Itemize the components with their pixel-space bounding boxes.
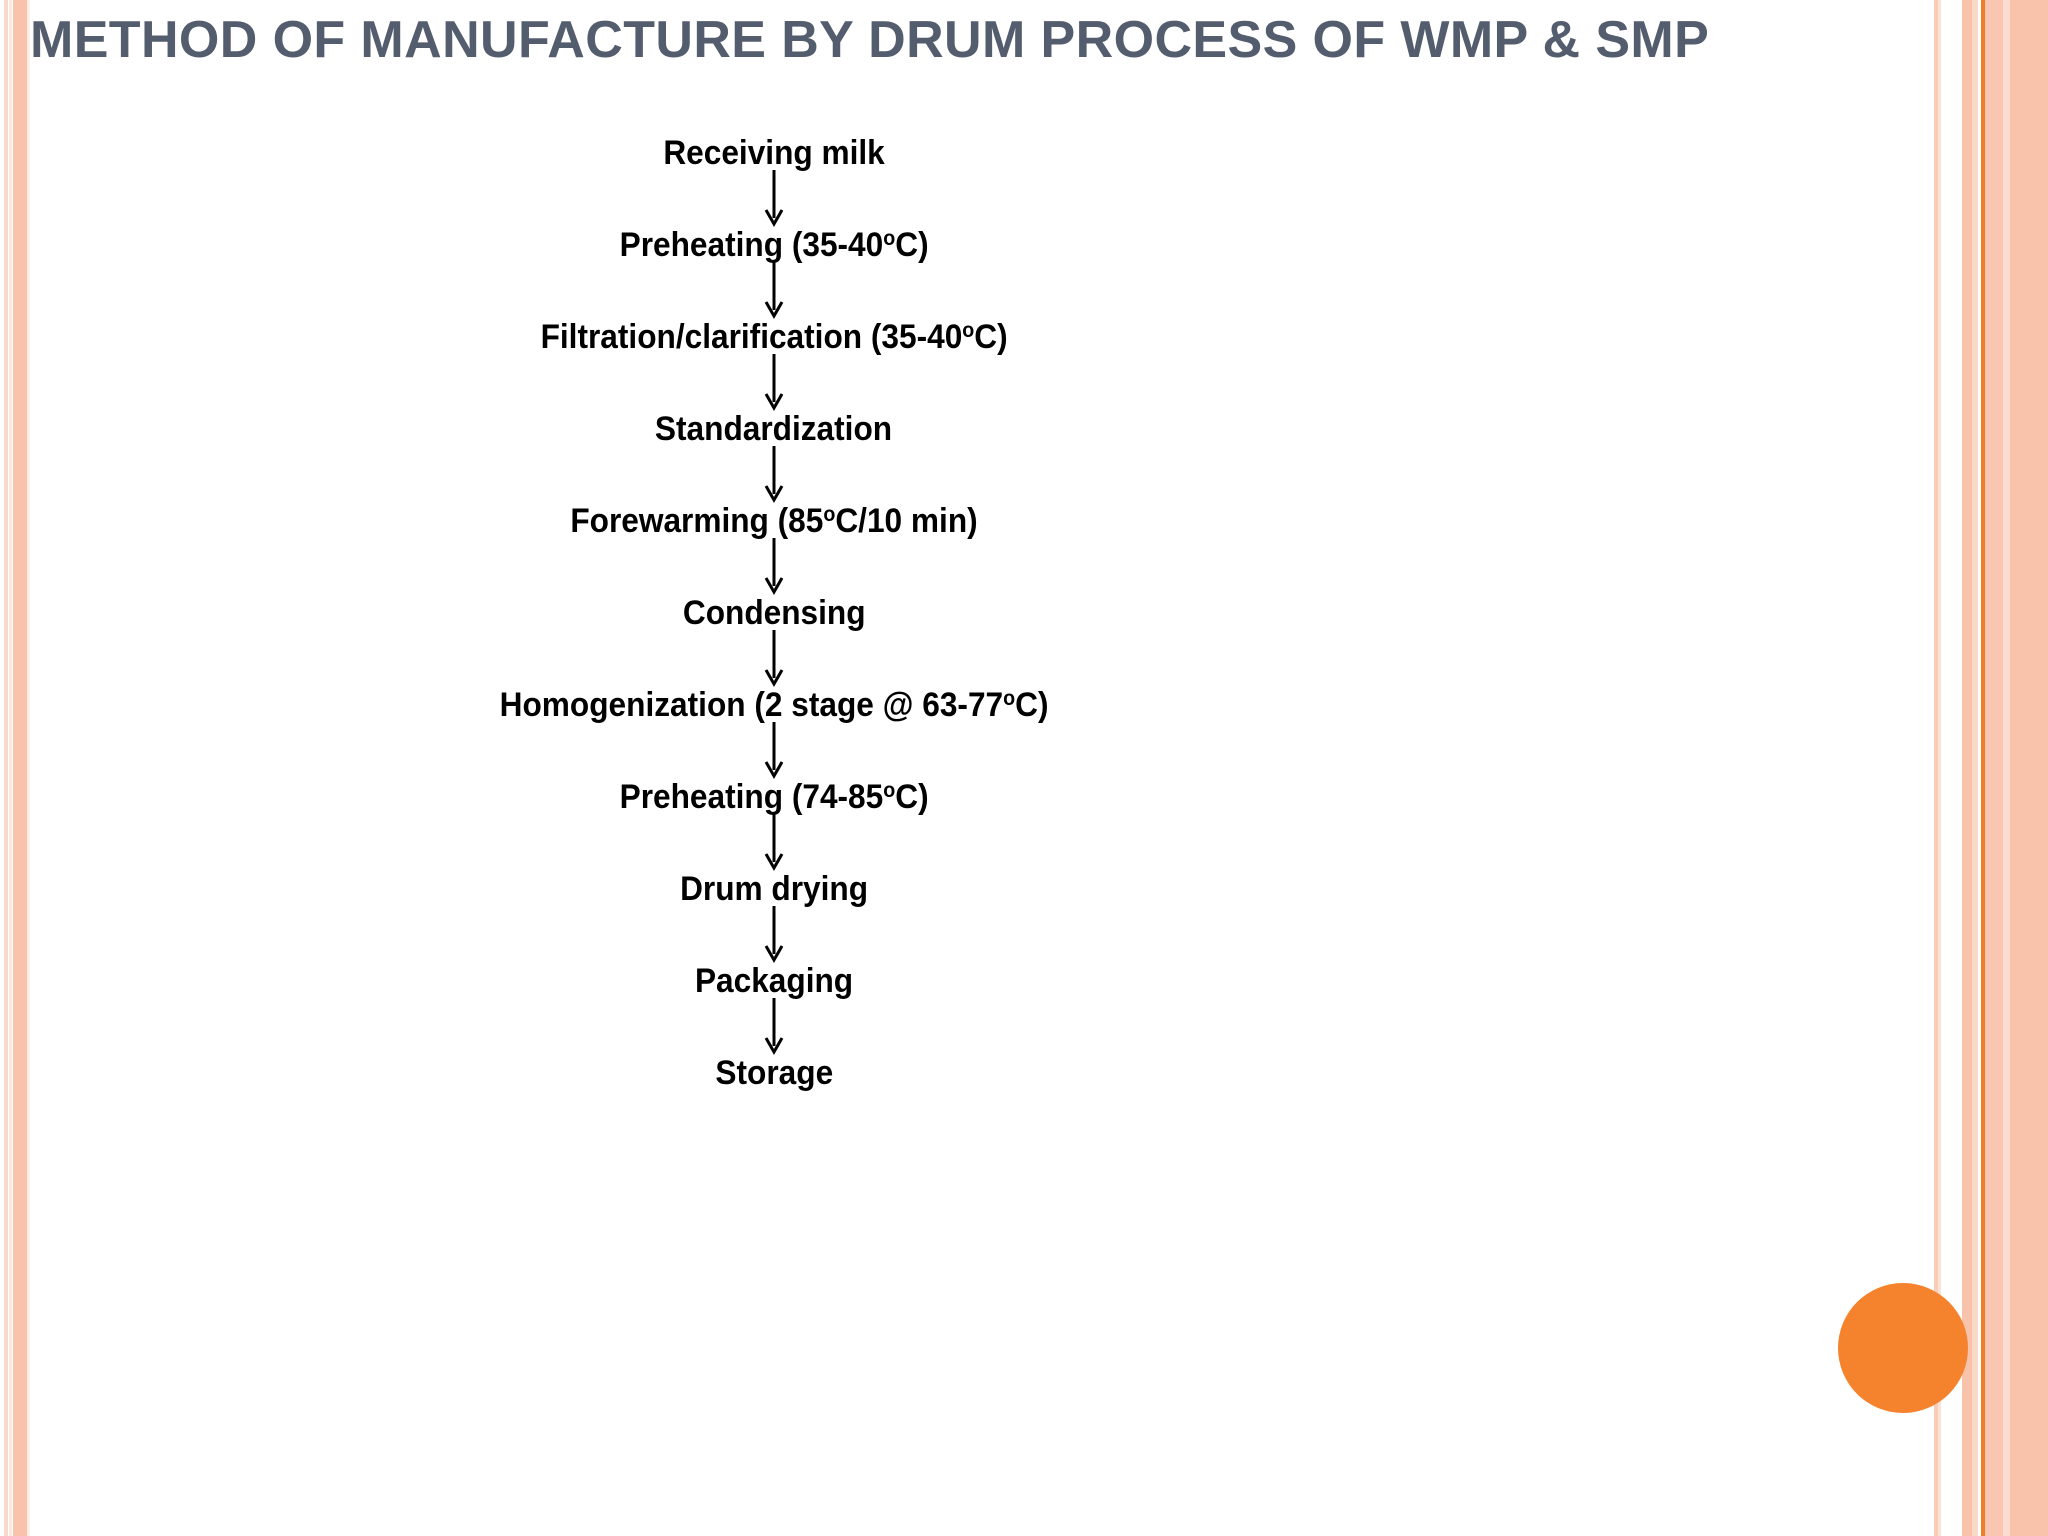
down-arrow-icon <box>759 354 789 412</box>
down-arrow-icon <box>759 998 789 1056</box>
down-arrow-icon <box>759 262 789 320</box>
down-arrow-icon <box>759 906 789 964</box>
down-arrow-icon <box>759 814 789 872</box>
flow-step-preheating-74-85: Preheating (74-85oC) <box>0 780 2048 814</box>
flow-step-forewarming: Forewarming (85oC/10 min) <box>0 504 2048 538</box>
flow-step-label-filtration-clarification: Filtration/clarification (35-40oC) <box>540 318 1008 356</box>
down-arrow-icon <box>759 446 789 504</box>
flow-step-label-homogenization: Homogenization (2 stage @ 63-77oC) <box>499 686 1049 724</box>
flow-step-label-preheating-35-40: Preheating (35-40oC) <box>619 226 929 264</box>
flow-step-label-drum-drying: Drum drying <box>680 870 868 908</box>
page-title: Method of manufacture by drum process of… <box>30 11 1710 69</box>
flow-step-drum-drying: Drum drying <box>0 872 2048 906</box>
flow-step-label-packaging: Packaging <box>694 962 854 1000</box>
flow-step-label-forewarming: Forewarming (85oC/10 min) <box>570 502 978 540</box>
down-arrow-icon <box>759 722 789 780</box>
down-arrow-icon <box>759 538 789 596</box>
flow-step-preheating-35-40: Preheating (35-40oC) <box>0 228 2048 262</box>
flow-step-packaging: Packaging <box>0 964 2048 998</box>
flow-step-label-receiving-milk: Receiving milk <box>663 134 885 172</box>
flow-step-condensing: Condensing <box>0 596 2048 630</box>
flow-step-filtration-clarification: Filtration/clarification (35-40oC) <box>0 320 2048 354</box>
flow-step-homogenization: Homogenization (2 stage @ 63-77oC) <box>0 688 2048 722</box>
flow-step-storage: Storage <box>0 1056 2048 1090</box>
down-arrow-icon <box>759 170 789 228</box>
flow-step-receiving-milk: Receiving milk <box>0 136 2048 170</box>
down-arrow-icon <box>759 630 789 688</box>
flow-step-standardization: Standardization <box>0 412 2048 446</box>
flow-step-label-storage: Storage <box>715 1054 833 1092</box>
flow-step-label-standardization: Standardization <box>655 410 893 448</box>
flow-step-label-preheating-74-85: Preheating (74-85oC) <box>619 778 929 816</box>
orange-circle-accent <box>1838 1283 1968 1413</box>
flow-step-label-condensing: Condensing <box>682 594 866 632</box>
